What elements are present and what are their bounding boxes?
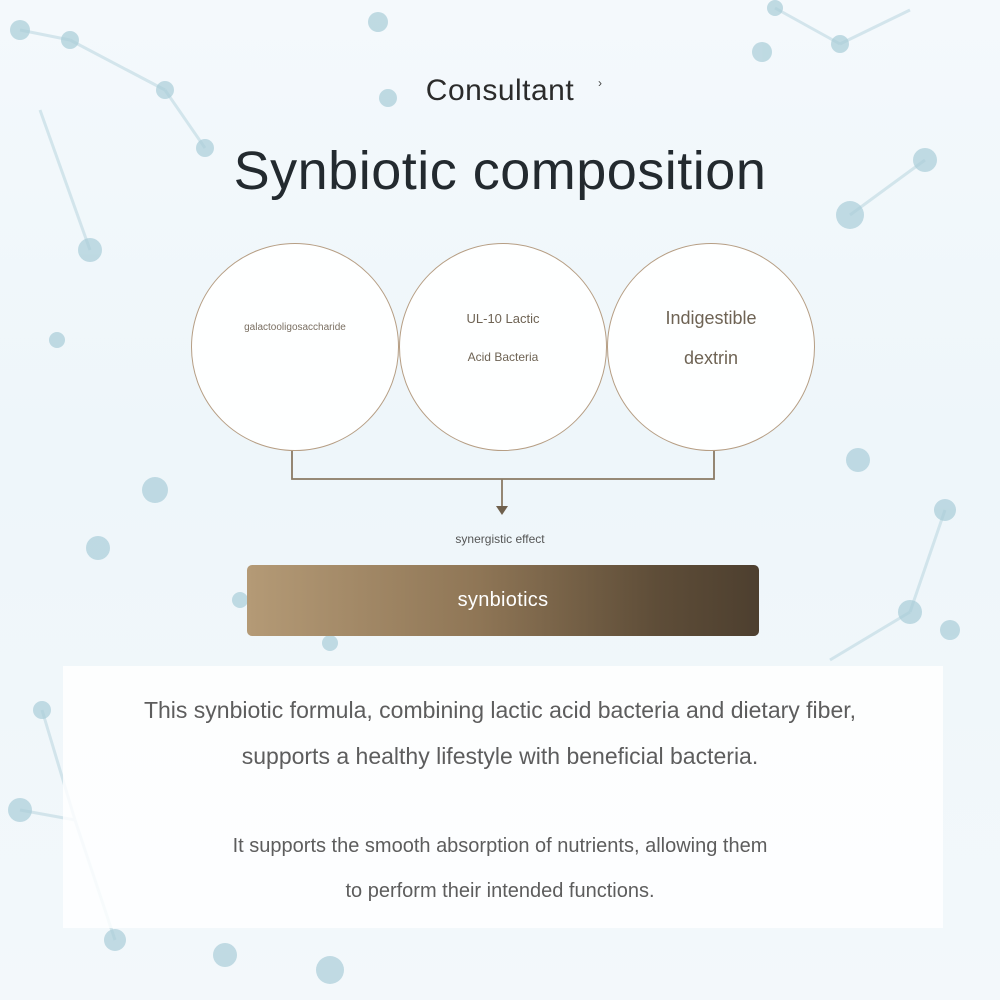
page-title: Synbiotic composition [233, 141, 767, 201]
eyebrow-label: Consultant [425, 74, 575, 107]
paragraph-line: supports a healthy lifestyle with benefi… [241, 743, 759, 769]
paragraph-line: to perform their intended functions. [345, 880, 655, 902]
chevron-right-icon: › [598, 76, 602, 90]
ingredient-circle-lactic-acid-bacteria: UL-10 Lactic Acid Bacteria [399, 243, 607, 451]
ingredient-label: Acid Bacteria [467, 350, 539, 364]
paragraph-line: It supports the smooth absorption of nut… [232, 835, 768, 857]
banner-label: synbiotics [457, 589, 549, 611]
paragraph-line: This synbiotic formula, combining lactic… [143, 697, 857, 723]
ingredient-label: dextrin [683, 348, 738, 368]
ingredient-label: galactooligosaccharide [244, 321, 346, 333]
description-paragraph-1: This synbiotic formula, combining lactic… [0, 687, 1000, 779]
ingredient-label: UL-10 Lactic [466, 311, 540, 326]
ingredient-circle-galactooligosaccharide: galactooligosaccharide [191, 243, 399, 451]
synbiotics-banner: synbiotics [247, 565, 759, 636]
effect-label: synergistic effect [455, 532, 545, 546]
ingredient-circle-indigestible-dextrin: Indigestible dextrin [607, 243, 815, 451]
ingredient-label: Indigestible [665, 308, 757, 328]
description-paragraph-2: It supports the smooth absorption of nut… [0, 824, 1000, 914]
description-panel [63, 666, 943, 928]
